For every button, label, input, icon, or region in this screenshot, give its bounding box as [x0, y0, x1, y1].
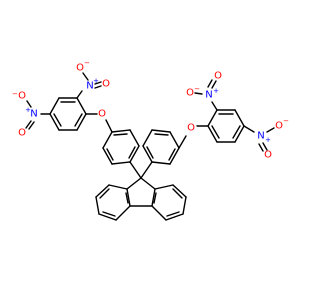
nitro2-oxygen-charge: − [12, 90, 18, 98]
bond [154, 133, 169, 136]
bond [95, 196, 100, 215]
nitro2-oxygen-double: O [18, 128, 26, 139]
bond [26, 100, 32, 108]
bond [234, 125, 245, 143]
bond [142, 129, 153, 147]
bond [98, 213, 117, 221]
bond [102, 131, 113, 149]
bond [49, 113, 60, 131]
structure-diagram: O O O − N + O O − N + O O − N + O N + O … [12, 59, 289, 221]
bond [126, 188, 131, 207]
bond [115, 205, 131, 221]
bond [82, 72, 89, 81]
bond [168, 148, 176, 161]
bond [125, 192, 129, 204]
bond [154, 184, 174, 190]
bond [172, 188, 183, 199]
nitro1-oxygen-minus: O [76, 63, 84, 74]
bond [25, 120, 32, 129]
bond [129, 129, 140, 147]
molecule-canvas: O O O − N + O O − N + O O − N + O N + O … [12, 59, 289, 221]
bond [153, 192, 157, 204]
bond [207, 109, 218, 127]
bond [232, 125, 241, 139]
bond [207, 79, 213, 88]
bond [211, 101, 218, 111]
bond [128, 146, 136, 159]
bond [146, 146, 154, 159]
bond [95, 184, 110, 198]
bond [140, 177, 156, 190]
nitro4-oxygen-minus: O [275, 121, 283, 132]
bond [102, 211, 116, 217]
nitro2-nitrogen-charge: + [25, 106, 31, 114]
bond [172, 184, 187, 198]
nitro4-oxygen-charge: − [283, 117, 289, 125]
bond [151, 129, 171, 133]
nitro3-nitrogen-charge: + [213, 87, 219, 95]
nitro1-oxygen-charge: − [84, 59, 90, 67]
bond [178, 135, 187, 149]
bond [49, 97, 60, 115]
nitro4-oxygen-double: O [264, 150, 272, 161]
nitro1-nitrogen: N [86, 81, 93, 92]
bond [142, 145, 153, 163]
bond [105, 119, 113, 133]
nitro1-nitrogen-charge: + [93, 77, 99, 85]
bond [211, 125, 220, 139]
bond [53, 113, 62, 127]
bond [140, 161, 153, 179]
bond [211, 80, 217, 89]
atom-labels: O O O − N + O O − N + O O − N + O N + O … [12, 59, 289, 161]
nitro3-oxygen-double: O [214, 71, 222, 82]
bond [151, 188, 156, 207]
bond [74, 113, 83, 127]
bond [113, 133, 128, 136]
ether-oxygen-left: O [98, 109, 106, 120]
bond [207, 125, 218, 143]
bond [94, 85, 102, 89]
bond [234, 109, 245, 127]
bond [169, 131, 180, 149]
bond [151, 205, 167, 221]
nitro4-nitrogen: N [257, 131, 264, 142]
nitro1-oxygen-double: O [102, 79, 110, 90]
ether-oxygen-right: O [187, 123, 195, 134]
bond [76, 97, 87, 115]
nitro3-nitrogen: N [205, 90, 212, 101]
bond [94, 81, 102, 85]
nitro-bonds [25, 72, 275, 152]
bond [169, 147, 180, 165]
bond [258, 143, 264, 152]
nitro2-oxygen-minus: O [18, 91, 26, 102]
bonds [40, 90, 255, 221]
nitro4-nitrogen-charge: + [265, 136, 271, 144]
bond [151, 161, 171, 165]
bond [76, 113, 87, 131]
bond [102, 147, 113, 165]
bond [262, 142, 268, 151]
bond [182, 196, 187, 215]
bond [99, 188, 110, 199]
bond [111, 129, 131, 133]
nitro2-nitrogen: N [30, 109, 37, 120]
bond [111, 161, 131, 165]
bond [108, 184, 128, 190]
bond [28, 121, 35, 130]
bond [126, 177, 142, 190]
bond [106, 148, 114, 161]
bond [76, 90, 83, 99]
bond [243, 125, 255, 133]
nitro3-oxygen-minus: O [186, 88, 194, 99]
bond [165, 213, 184, 221]
bond [194, 92, 203, 95]
bond [166, 211, 180, 217]
nitro3-oxygen-charge: − [194, 85, 200, 93]
bond [129, 145, 140, 163]
bond [129, 161, 142, 179]
bond [266, 127, 275, 133]
